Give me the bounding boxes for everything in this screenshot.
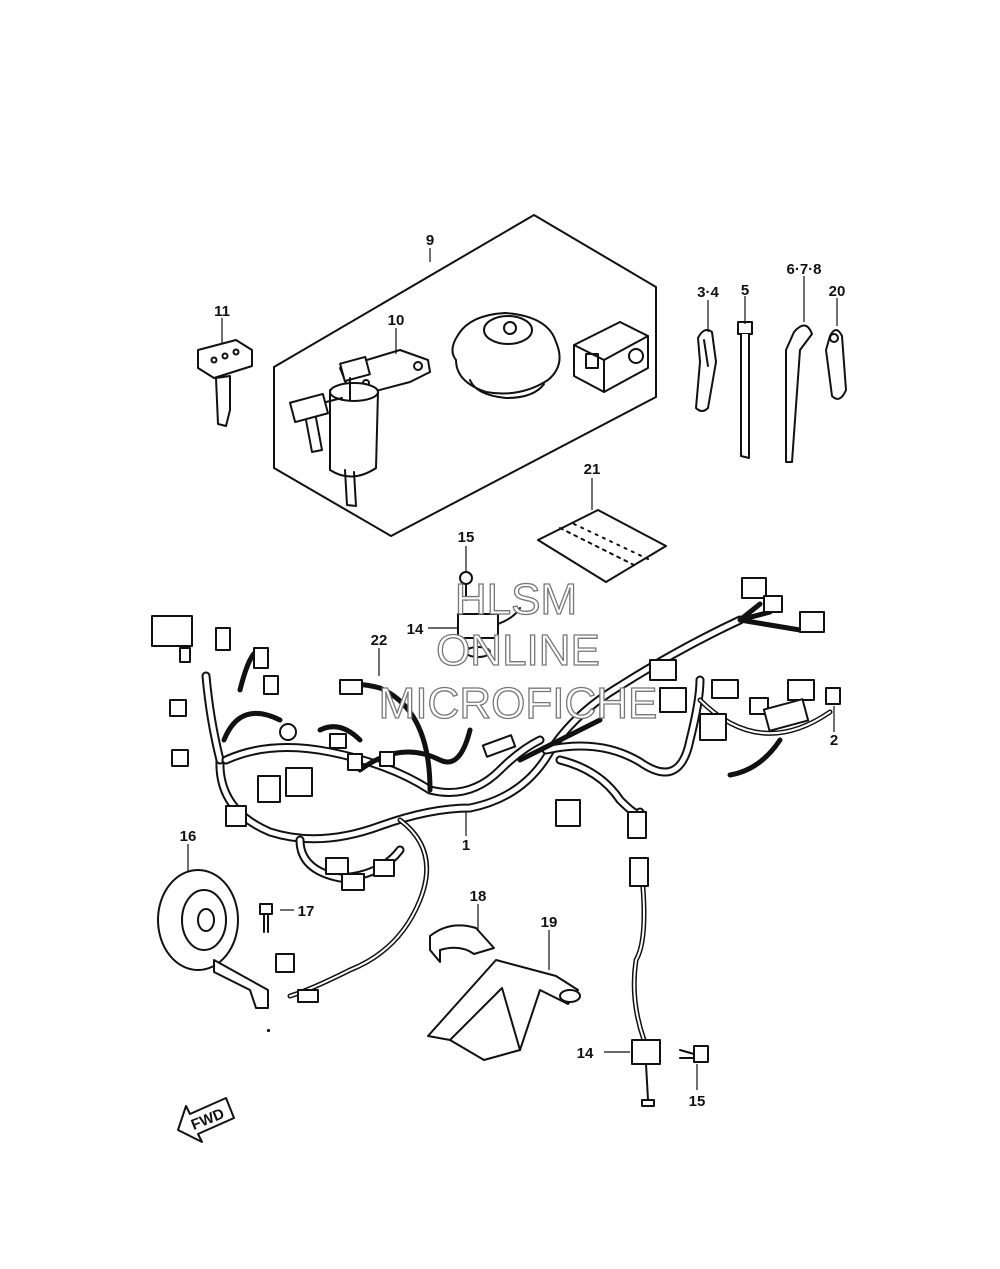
clamp-3-4 <box>695 329 717 412</box>
watermark-line2: ONLINE <box>436 626 600 675</box>
callout-16: 16 <box>180 828 197 845</box>
callout-22: 22 <box>371 632 388 649</box>
bracket-19 <box>427 959 581 1061</box>
callout-15: 15 <box>689 1093 706 1110</box>
callout-19: 19 <box>541 914 558 931</box>
fuel-cap <box>451 312 561 399</box>
callout-14: 14 <box>577 1045 594 1062</box>
label-sheet <box>537 509 667 583</box>
key <box>197 339 253 427</box>
bolt-17 <box>259 903 273 933</box>
callout-18: 18 <box>470 888 487 905</box>
watermark-line3: MICROFICHE <box>379 679 658 728</box>
callout-labels: 9 10 11 3·4 5 6·7·8 20 21 15 14 22 2 1 1… <box>180 232 846 1110</box>
screw-15 <box>679 1045 709 1063</box>
cable-tie-5 <box>737 321 753 459</box>
watermark: HLSM ONLINE MICROFICHE <box>378 574 658 728</box>
callout-10: 10 <box>388 312 405 329</box>
leader-lines <box>187 248 838 1090</box>
ignition-kit-box <box>273 214 657 537</box>
clamp-20 <box>825 329 847 400</box>
callout-2: 2 <box>830 732 838 749</box>
fwd-arrow: FWD <box>177 1097 235 1143</box>
band-6-7-8 <box>785 324 813 463</box>
callout-1: 1 <box>462 837 470 854</box>
callout-11: 11 <box>214 303 230 320</box>
callout-5: 5 <box>741 282 749 299</box>
callout-12: 14 <box>407 621 424 638</box>
relay <box>457 607 521 658</box>
horn <box>157 869 269 1009</box>
callout-21: 21 <box>584 461 601 478</box>
callout-13: 15 <box>458 529 475 546</box>
wiring-harness <box>151 577 841 1032</box>
watermark-line1: HLSM <box>455 575 577 624</box>
seat-lock <box>573 321 649 393</box>
callout-20: 20 <box>829 283 846 300</box>
callout-9: 9 <box>426 232 434 249</box>
bracket-18 <box>429 924 495 963</box>
callout-6-7-8: 6·7·8 <box>786 261 821 278</box>
callout-17: 17 <box>298 903 315 920</box>
ignition-switch <box>288 349 431 507</box>
switch-14 <box>629 857 661 1107</box>
callout-3-4: 3·4 <box>697 284 719 301</box>
